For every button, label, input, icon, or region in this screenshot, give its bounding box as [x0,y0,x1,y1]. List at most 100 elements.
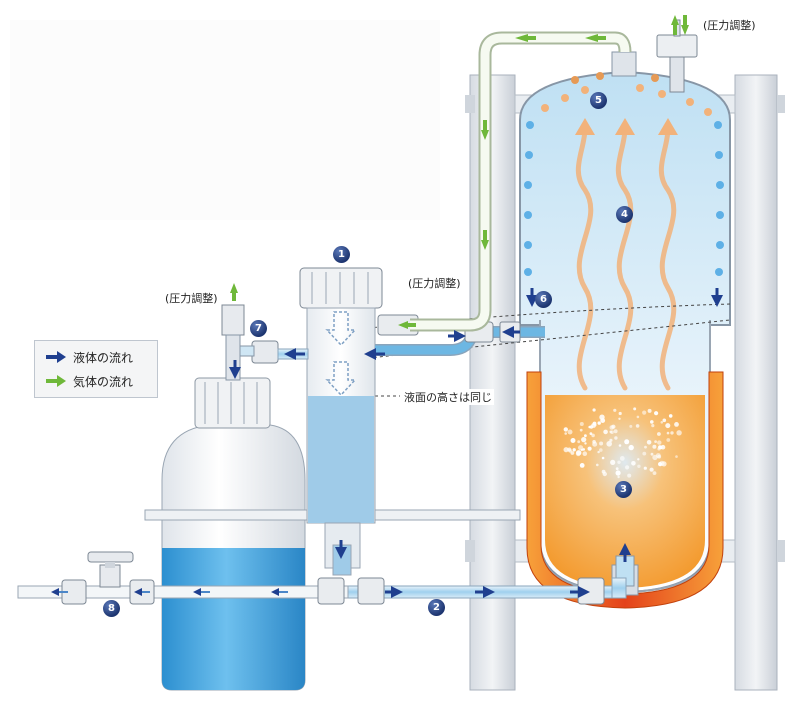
bubble [675,455,678,458]
bubble [644,445,647,449]
bubble [617,460,621,464]
bubble [564,432,567,435]
bubble [570,438,576,443]
bubble [670,431,674,435]
gas-tube [410,19,698,332]
bubble [629,445,633,448]
bubble [617,475,620,479]
droplet [596,72,604,80]
bubble [603,429,608,435]
droplet [524,268,532,276]
bubble [575,451,581,457]
bubble [563,427,568,432]
droplet [524,241,532,249]
bubble [650,420,654,424]
bubble [579,422,584,426]
marker-5: 5 [590,92,607,109]
bubble [582,451,588,457]
pressure-label-middle: (圧力調整) [408,277,461,290]
boiling-bubbles [563,407,682,479]
droplet [541,104,549,112]
steam-arrowheads [575,118,678,135]
bubble [647,408,652,413]
marker-1: 1 [333,246,350,263]
liquid-arrow-icon [46,351,66,363]
bubble [592,421,597,426]
bubble [674,422,679,427]
bubble [646,440,652,445]
pressure-label-left: (圧力調整) [165,292,218,305]
droplet [651,74,659,82]
steam-arrows [575,125,677,391]
droplet [686,98,694,106]
bubble [676,430,682,436]
bubble [629,424,633,428]
bubble [654,411,659,416]
bubble [658,445,662,449]
bubble [627,473,632,478]
bubble [649,467,654,472]
bubble [652,444,657,449]
droplet [714,121,722,129]
bubble [668,414,673,418]
supply-bottle [161,304,306,691]
bubble [597,450,600,454]
bubble [666,431,670,435]
bubble [615,470,621,476]
liquid-level-label: 液面の高さは同じ [402,389,494,405]
droplet [658,90,666,98]
bubble [618,444,622,447]
liquid-flow-arrows [229,288,723,598]
bubble [609,430,612,434]
bubble [577,440,581,444]
bubble [658,462,663,467]
bubble [619,456,625,461]
droplet [715,268,723,276]
droplet [704,108,712,116]
bubble [568,449,573,453]
bubble [610,459,616,465]
bubble [592,408,596,412]
flow-legend: 液体の流れ 気体の流れ [34,340,158,398]
condensation-drops [524,72,724,276]
bubble [635,424,640,428]
bubble [637,464,641,468]
bubble [581,437,587,443]
bubble [660,421,664,424]
droplet [526,121,534,129]
pressure-label-top: (圧力調整) [703,19,756,32]
bubble [631,461,636,466]
bubble [588,425,591,429]
bubble [597,421,601,425]
bubble [657,432,661,436]
bubble [642,410,647,415]
bubble [615,467,619,471]
bubble [637,458,640,461]
bubble [666,438,671,442]
bubble [613,408,617,412]
bubble [601,456,605,460]
bubble [633,407,637,411]
bubble [650,452,654,456]
bubble [579,428,583,432]
bubble [572,448,576,452]
bubble [609,438,613,442]
marker-4: 4 [616,206,633,223]
bubble [625,465,630,470]
bubble [652,471,657,475]
droplet [524,211,532,219]
bubble [579,463,585,468]
droplet [561,94,569,102]
bubble [651,424,655,428]
droplet [525,151,533,159]
bubble [596,463,599,467]
bubble [599,448,603,452]
marker-3: 3 [615,481,632,498]
bubble [613,429,618,434]
bubble [606,441,612,447]
legend-gas: 気体の流れ [45,371,133,391]
bubble [655,453,661,458]
bubble [665,423,671,429]
droplet [581,86,589,94]
marker-2: 2 [428,599,445,616]
